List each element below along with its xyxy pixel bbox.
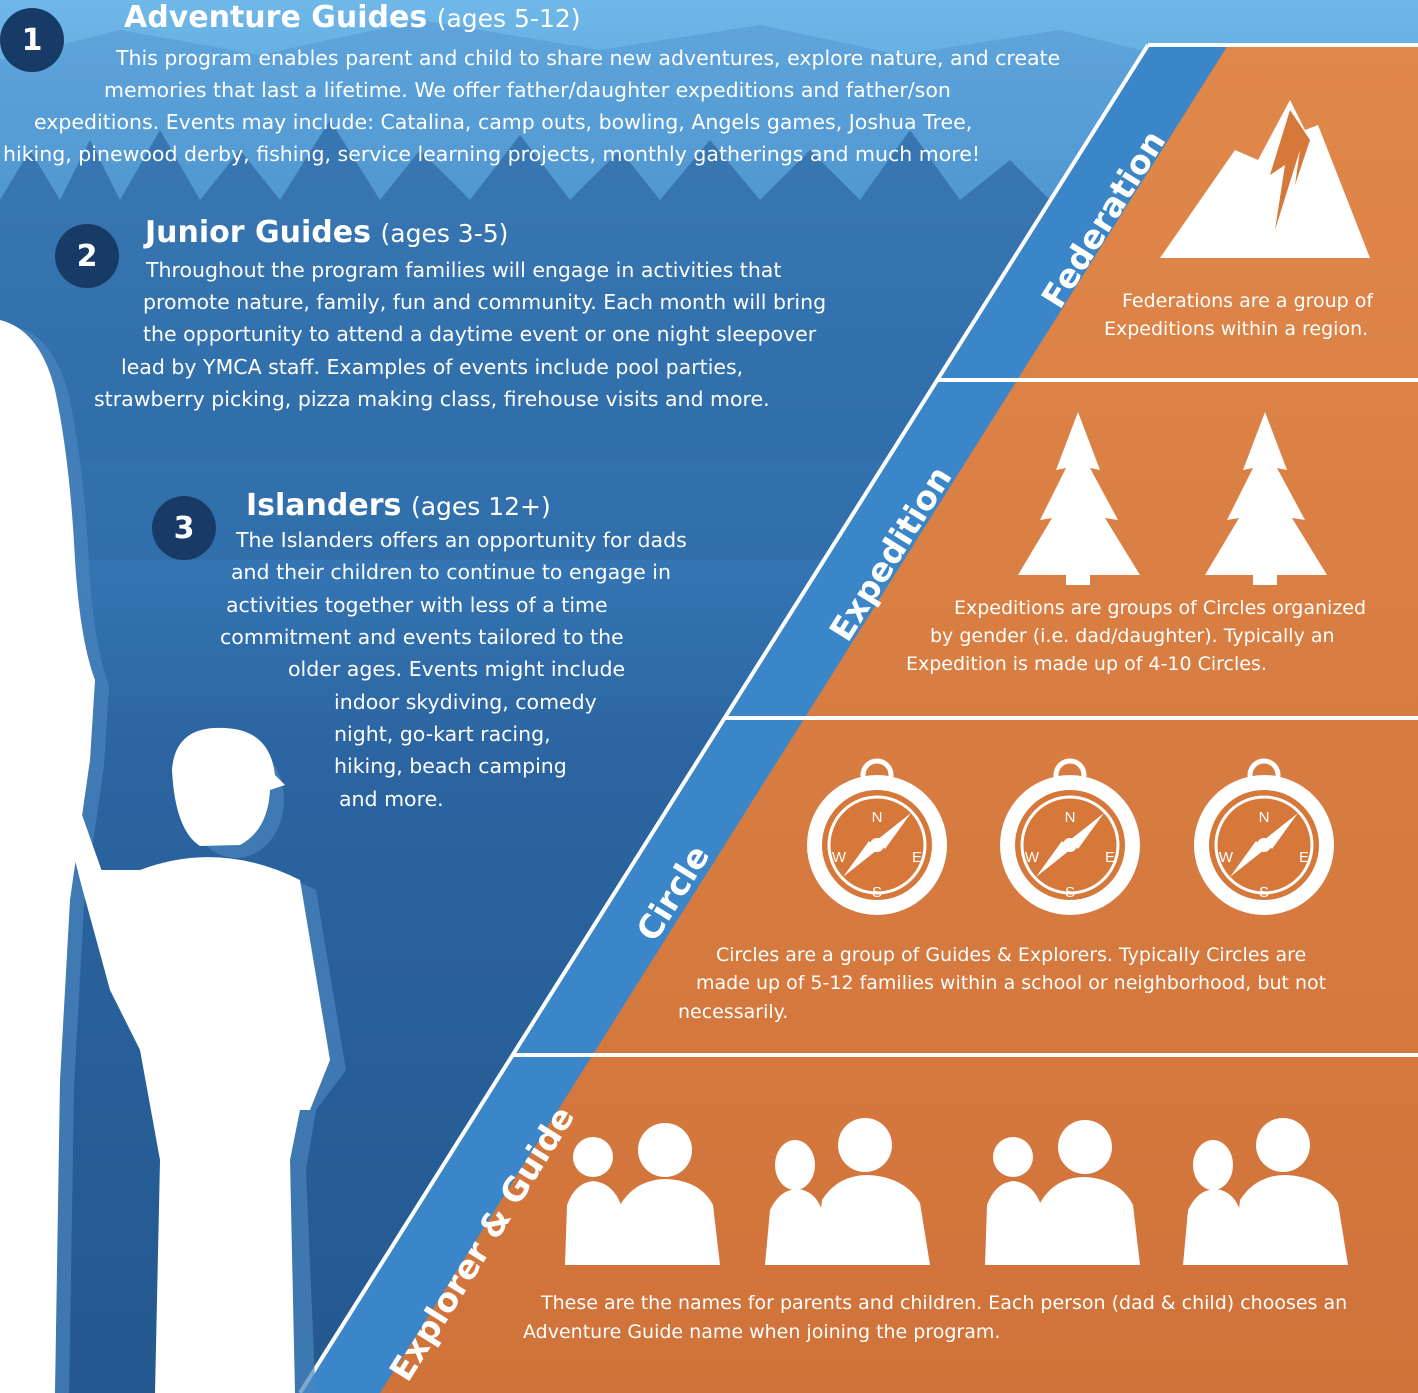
circle-desc-line: made up of 5-12 families within a school…: [696, 972, 1327, 994]
program-2-line: lead by YMCA staff. Examples of events i…: [121, 355, 744, 379]
adult-silhouette: [0, 320, 95, 1393]
compass-w: W: [1025, 849, 1040, 866]
program-ages: (ages 12+): [410, 492, 551, 521]
compass-icon: [1000, 758, 1140, 915]
family-silhouette: [1183, 1118, 1348, 1265]
explorer-guide-desc-line: These are the names for parents and chil…: [541, 1292, 1348, 1314]
program-3-line: night, go-kart racing,: [334, 722, 551, 746]
program-3-line: commitment and events tailored to the: [220, 625, 624, 649]
compass-n: N: [1259, 809, 1270, 826]
program-1-line: expeditions. Events may include: Catalin…: [34, 110, 973, 134]
compass-s: S: [1065, 884, 1075, 901]
badge-2: 2: [55, 224, 119, 288]
expedition-desc-line: Expedition is made up of 4-10 Circles.: [906, 653, 1267, 675]
program-ages: (ages 3-5): [380, 219, 509, 248]
compass-n: N: [1065, 809, 1076, 826]
badge-3: 3: [152, 496, 216, 560]
compass-w: W: [832, 849, 847, 866]
program-name: Islanders: [246, 488, 402, 523]
explorer-guide-desc-line: Adventure Guide name when joining the pr…: [523, 1321, 1001, 1343]
mountain-icon: [1160, 100, 1370, 258]
compass-icon-group: [807, 758, 1334, 915]
program-title-adventure-guides: Adventure Guides (ages 5-12): [124, 0, 581, 35]
family-silhouette: [985, 1120, 1140, 1265]
program-2-line: the opportunity to attend a daytime even…: [143, 322, 817, 346]
program-3-line: hiking, beach camping: [334, 754, 567, 778]
compass-e: E: [1105, 849, 1115, 866]
program-3-line: and more.: [339, 787, 444, 811]
compass-e: E: [1299, 849, 1309, 866]
program-name: Adventure Guides: [124, 0, 428, 35]
family-silhouette: [765, 1118, 930, 1265]
expedition-desc-line: Expeditions are groups of Circles organi…: [954, 597, 1367, 619]
program-2-line: promote nature, family, fun and communit…: [143, 290, 827, 314]
program-1-line: memories that last a lifetime. We offer …: [104, 78, 951, 102]
compass-s: S: [1259, 884, 1269, 901]
compass-n: N: [872, 809, 883, 826]
program-ages: (ages 5-12): [436, 4, 581, 33]
family-silhouette: [565, 1123, 720, 1265]
program-name: Junior Guides: [145, 215, 371, 250]
program-1-line: This program enables parent and child to…: [116, 46, 1061, 70]
program-3-line: activities together with less of a time: [226, 593, 608, 617]
compass-e: E: [912, 849, 922, 866]
compass-s: S: [872, 884, 882, 901]
program-title-junior-guides: Junior Guides (ages 3-5): [145, 215, 508, 250]
compass-letters: N S E W N S E W N S E W: [832, 809, 1309, 901]
program-3-line: indoor skydiving, comedy: [334, 690, 597, 714]
program-3-line: and their children to continue to engage…: [231, 560, 671, 584]
federation-desc-line: Federations are a group of: [1122, 290, 1374, 312]
program-title-islanders: Islanders (ages 12+): [246, 488, 551, 523]
circle-desc-line: necessarily.: [678, 1001, 789, 1023]
compass-icon: [807, 758, 947, 915]
child-silhouette: [60, 727, 330, 1393]
program-3-line: older ages. Events might include: [288, 657, 626, 681]
compass-w: W: [1219, 849, 1234, 866]
family-silhouette-icon: [565, 1118, 1348, 1265]
expedition-desc-line: by gender (i.e. dad/daughter). Typically…: [930, 625, 1335, 647]
circle-desc-line: Circles are a group of Guides & Explorer…: [716, 944, 1307, 966]
program-2-line: Throughout the program families will eng…: [146, 258, 782, 282]
badge-1: 1: [0, 8, 64, 72]
program-1-line: hiking, pinewood derby, fishing, service…: [3, 142, 981, 166]
pyramid-left-edge: [298, 43, 1150, 1393]
forest-silhouette: [0, 120, 1060, 560]
program-3-line: The Islanders offers an opportunity for …: [236, 528, 687, 552]
pine-trees-icon: [1018, 412, 1327, 585]
federation-desc-line: Expeditions within a region.: [1104, 318, 1369, 340]
program-2-line: strawberry picking, pizza making class, …: [94, 387, 770, 411]
compass-icon: [1194, 758, 1334, 915]
